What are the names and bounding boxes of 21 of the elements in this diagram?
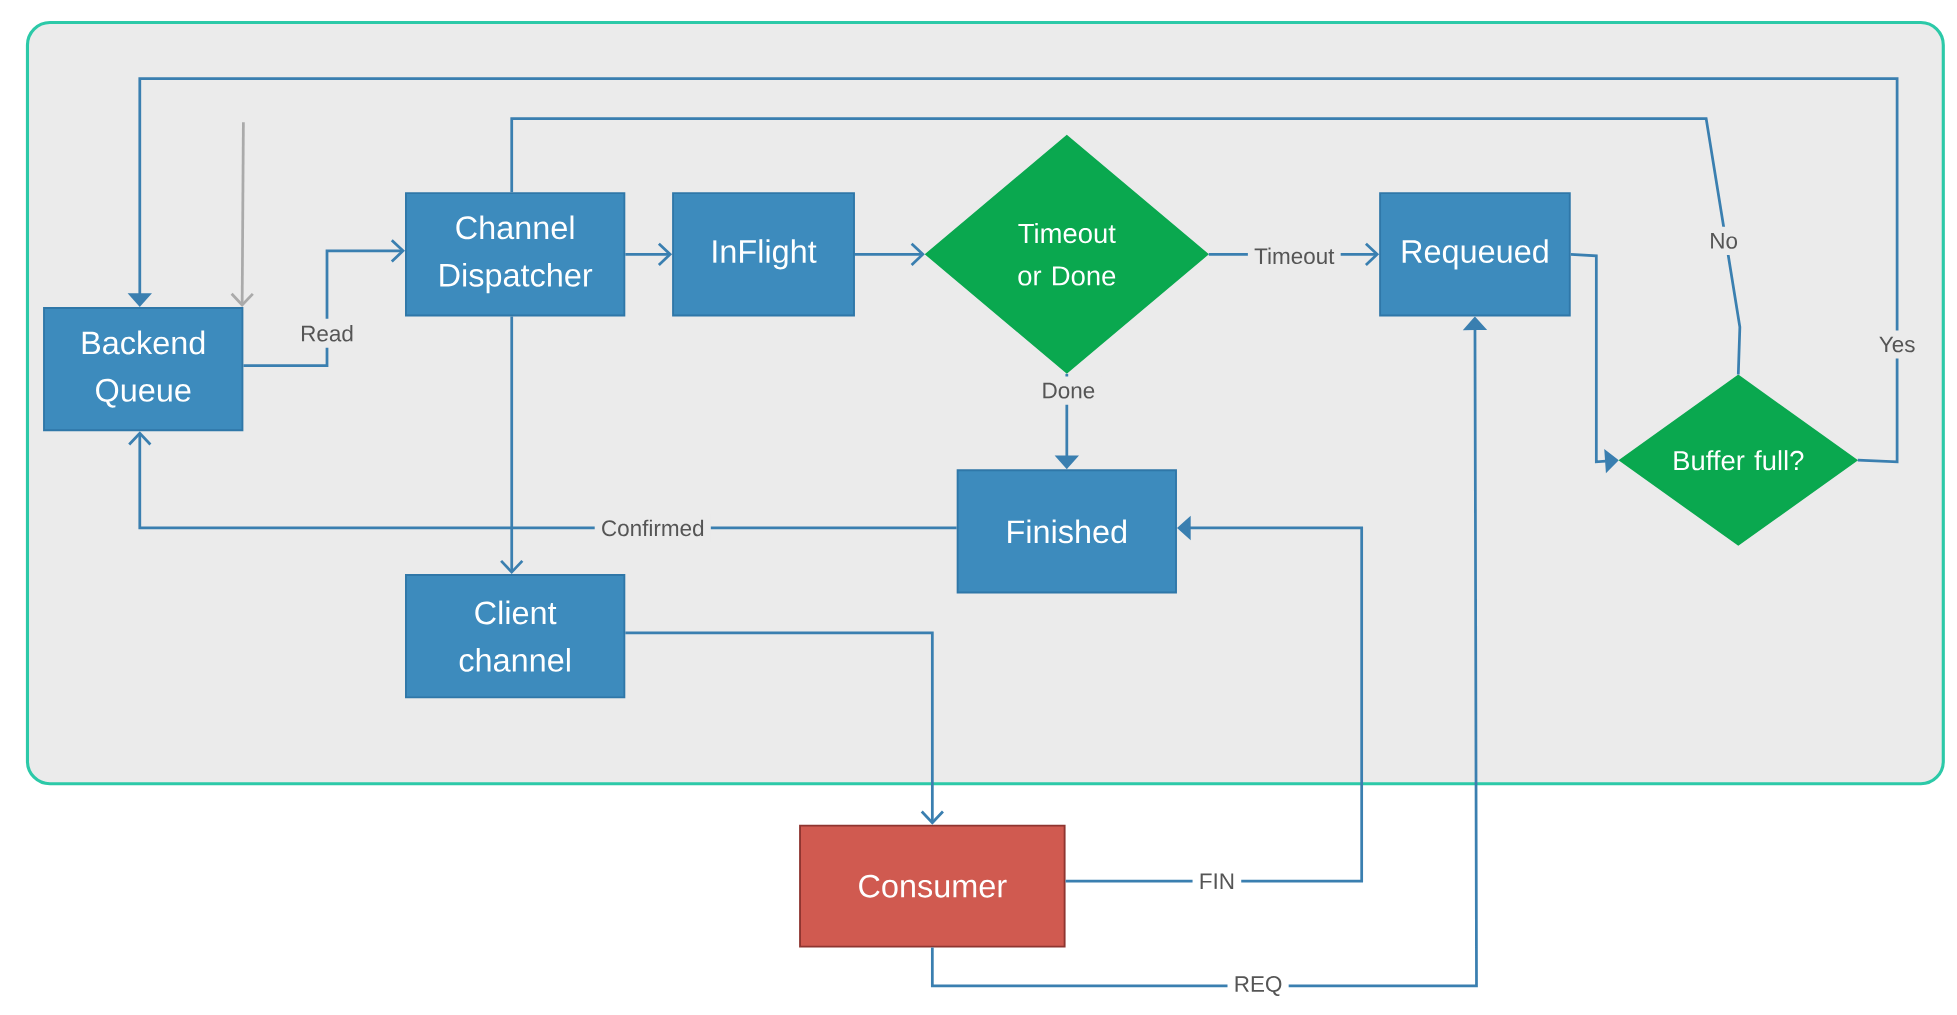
edge-label: Read <box>293 318 361 348</box>
arrow <box>625 242 673 267</box>
process-box: Channel Dispatcher <box>405 192 626 317</box>
edge-label: FIN <box>1192 867 1242 896</box>
edge-label: Done <box>1035 376 1102 405</box>
arrow <box>625 631 944 825</box>
arrow <box>854 242 925 267</box>
edge-label: Yes <box>1872 330 1922 359</box>
process-box: Backend Queue <box>43 307 244 432</box>
edge-label: No <box>1703 226 1745 256</box>
edge-label: REQ <box>1227 969 1289 1003</box>
process-box: Finished <box>956 469 1177 594</box>
edge-label: Timeout <box>1247 241 1341 271</box>
arrow <box>500 316 524 575</box>
process-box: Consumer <box>799 824 1066 948</box>
process-box: Client channel <box>405 574 626 699</box>
arrow <box>230 122 254 308</box>
arrow <box>243 239 405 368</box>
process-box: InFlight <box>672 192 855 317</box>
process-box: Requeued <box>1379 192 1571 317</box>
edge-label: Confirmed <box>594 513 711 543</box>
